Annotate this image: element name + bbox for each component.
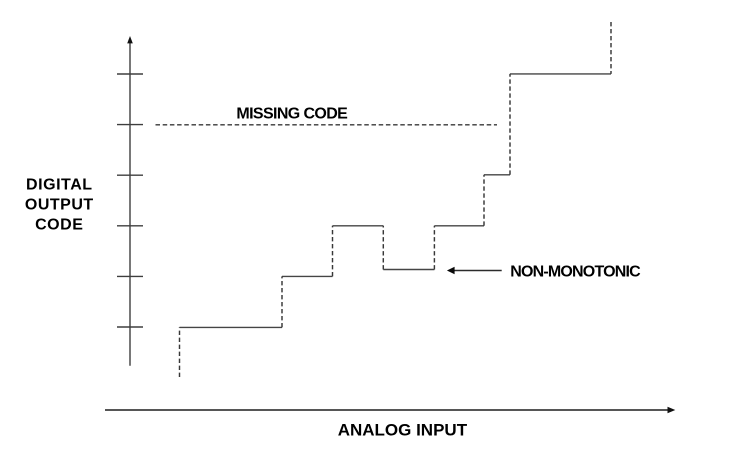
svg-text:OUTPUT: OUTPUT (25, 196, 94, 213)
svg-text:MISSING CODE: MISSING CODE (236, 106, 348, 123)
svg-text:NON-MONOTONIC: NON-MONOTONIC (510, 264, 641, 281)
svg-text:CODE: CODE (35, 216, 83, 233)
svg-text:ANALOG INPUT: ANALOG INPUT (338, 421, 468, 440)
svg-text:DIGITAL: DIGITAL (26, 176, 93, 193)
